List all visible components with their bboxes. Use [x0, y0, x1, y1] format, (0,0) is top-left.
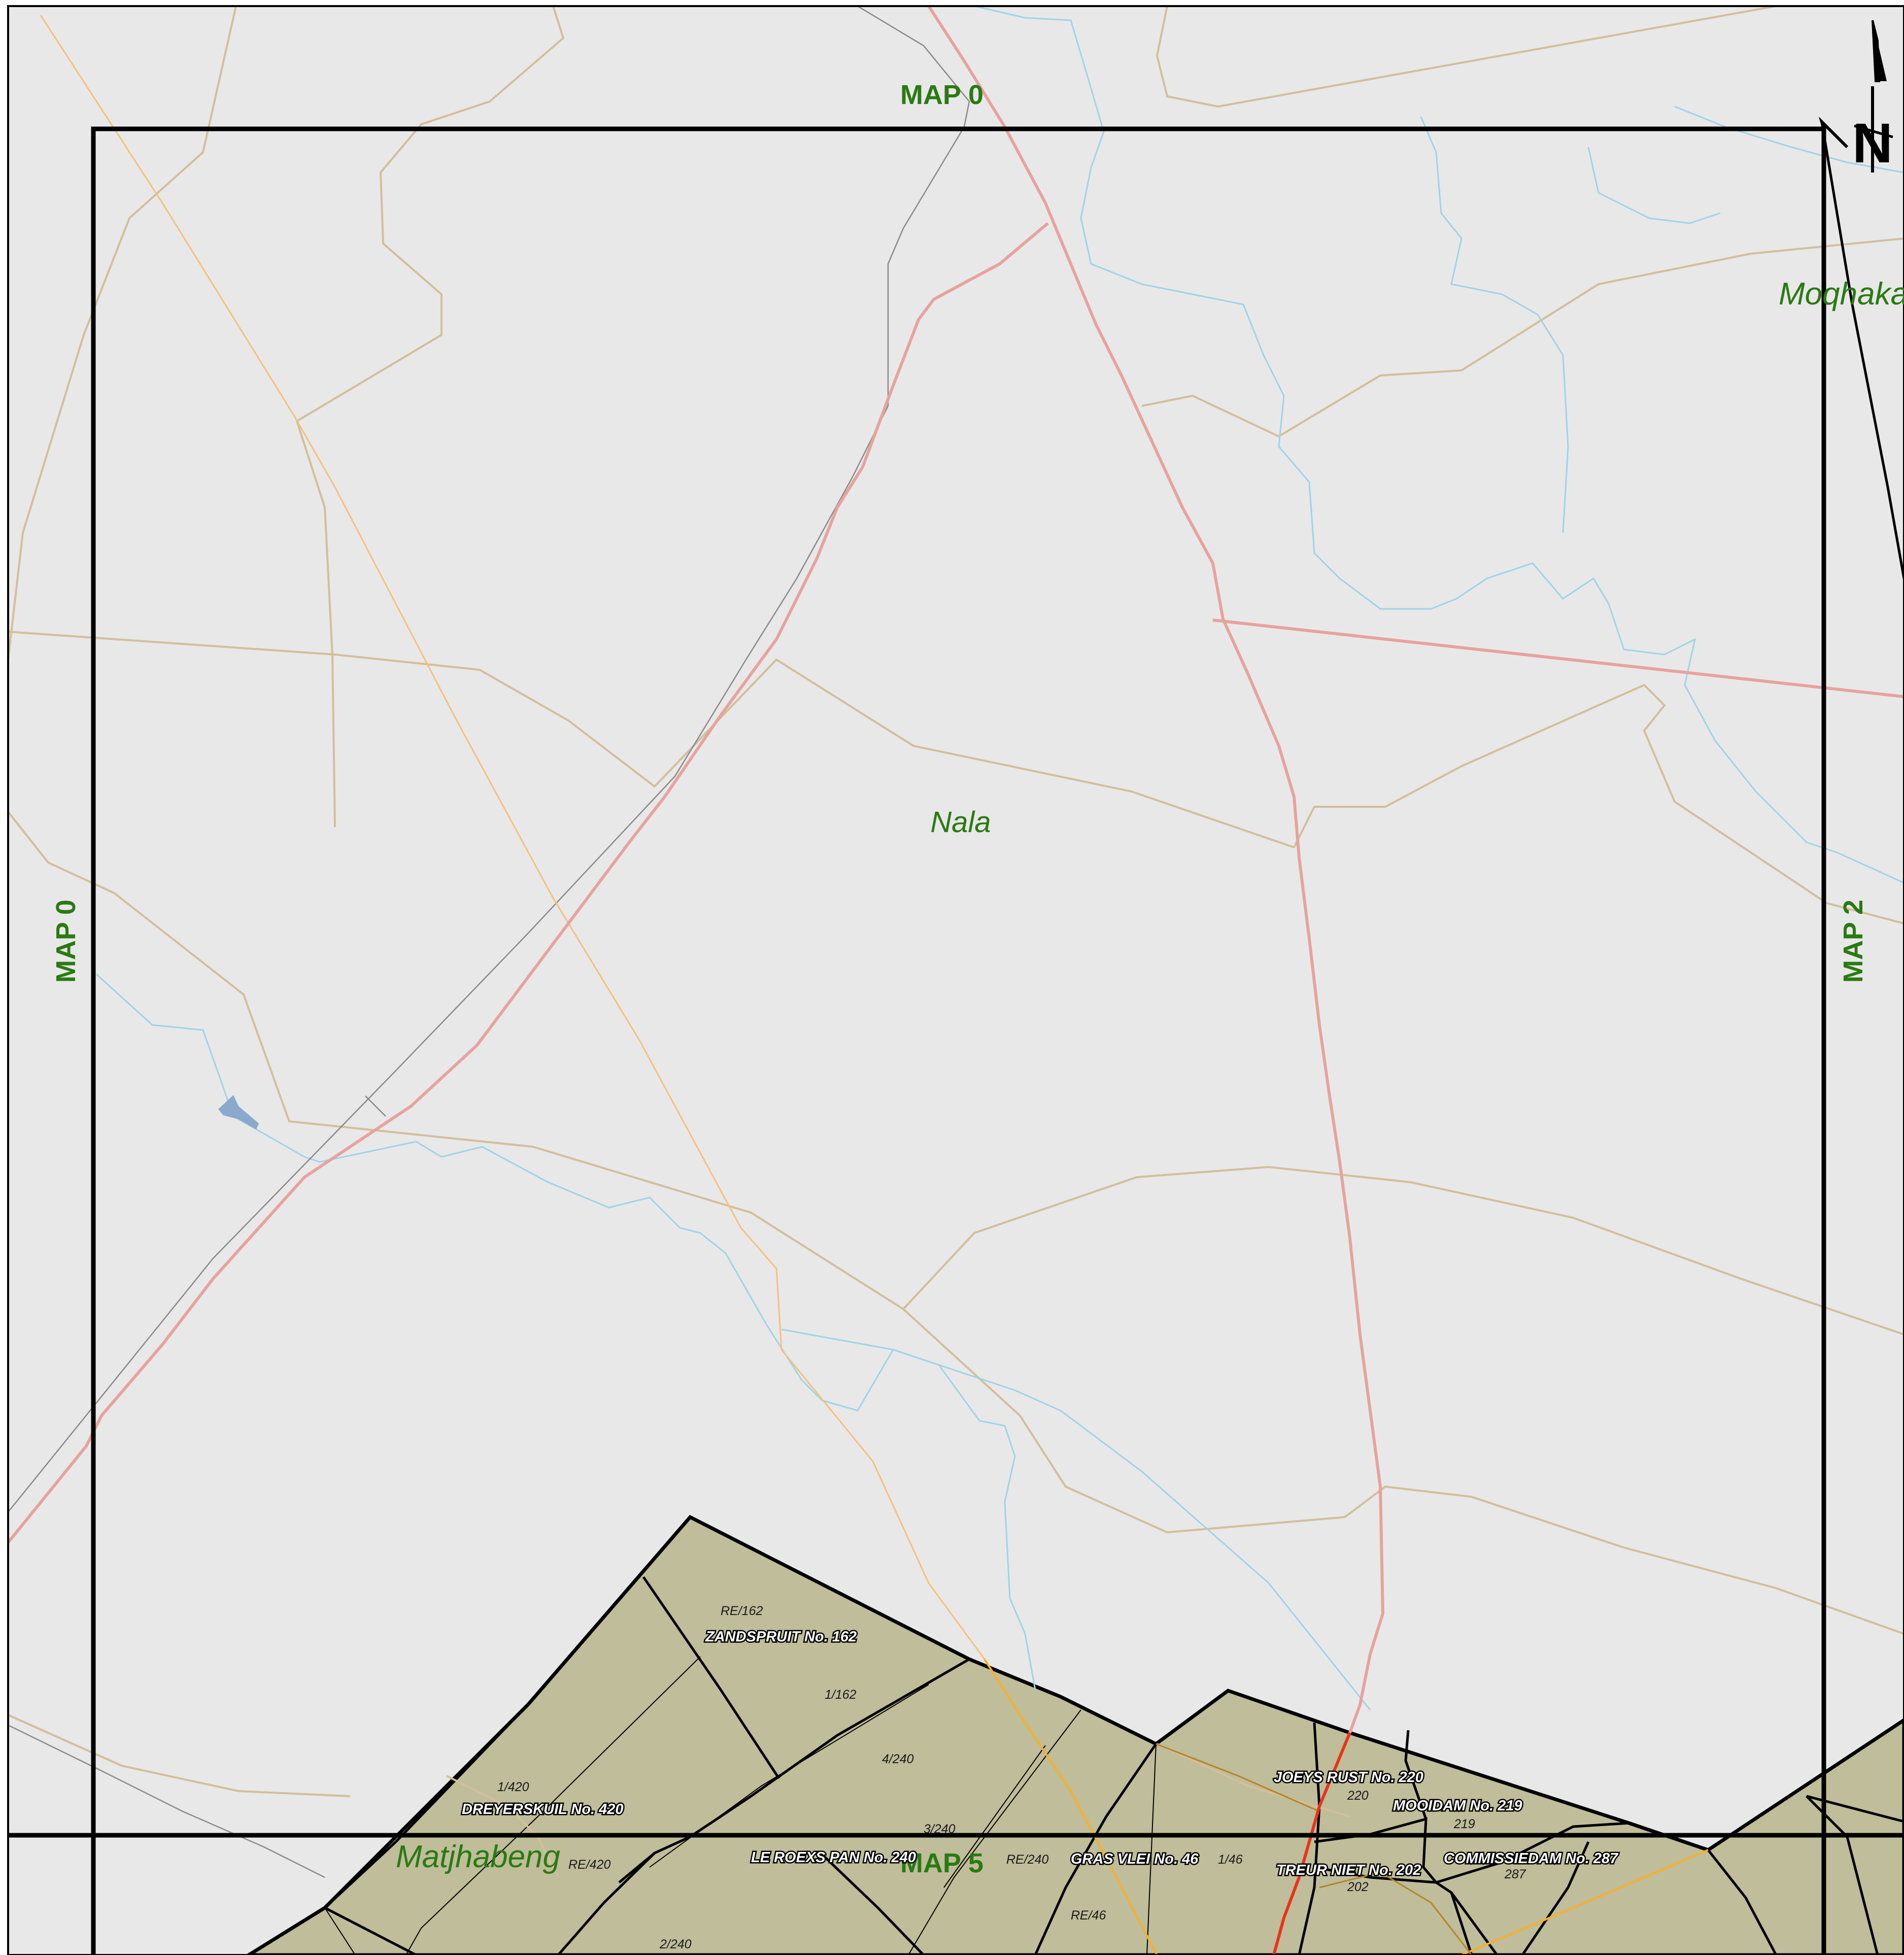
parcel-label: 202 [1347, 1880, 1369, 1894]
parcel-label: 4/240 [882, 1752, 914, 1766]
railway [8, 6, 970, 1878]
parcel-subdivision-line [649, 1684, 929, 1868]
parcel-line [1314, 1866, 1437, 1884]
farm-label-mooidam: MOOIDAM No. 219 [1393, 1798, 1522, 1814]
sheet-label-top[interactable]: MAP 0 [900, 80, 983, 110]
parcel-label: 1/46 [1218, 1853, 1243, 1867]
farm-label-treur-niet: TREUR NIET No. 202 [1276, 1862, 1421, 1878]
north-arrow-pointer [1818, 116, 1849, 149]
parcel-line [1436, 1822, 1629, 1884]
parcel-line [1521, 1841, 1590, 1955]
parcel-label: 2/240 [659, 1937, 692, 1951]
parcel-label: RE/420 [568, 1858, 610, 1872]
map-border [7, 5, 1904, 1955]
parcel-line [642, 1576, 780, 1779]
farm-label-dreyerskuil: DREYERSKUIL No. 420 [462, 1801, 624, 1817]
parcel-label: 219 [1453, 1817, 1475, 1831]
farm-label-le-roexs-pan: LE ROEXS PAN No. 240 [751, 1849, 916, 1866]
parcel-label: RE/162 [721, 1604, 763, 1618]
parcel-line [1450, 1892, 1499, 1955]
highway [1272, 1732, 1351, 1955]
map-land-area [8, 6, 1904, 1955]
sheet-label-right[interactable]: MAP 2 [1838, 900, 1868, 983]
parcel-line [557, 1852, 656, 1955]
north-arrow-letter: N [1852, 112, 1892, 175]
power-lines [40, 15, 1709, 1955]
municipality-label-nala: Nala [930, 806, 991, 839]
farm-label-zandspruit: ZANDSPRUIT No. 162 [705, 1629, 857, 1645]
municipality-label-matjhabeng: Matjhabeng [396, 1839, 560, 1874]
parcel-label: 287 [1504, 1867, 1526, 1881]
parcel-line [1707, 1849, 1778, 1955]
parcel-label: 1/420 [497, 1780, 529, 1794]
parcel-line [1034, 1743, 1158, 1955]
parcel-label: 220 [1347, 1789, 1369, 1803]
parcel-subdivision-line [1146, 1743, 1157, 1955]
farm-label-commissiedam: COMMISSIEDAM No. 287 [1444, 1850, 1619, 1867]
sheet-label-bottom[interactable]: MAP 5 [900, 1848, 983, 1878]
parcel-subdivision-line [943, 1745, 1046, 1888]
parcel-line [1298, 1722, 1321, 1955]
parcel-line [1404, 1730, 1427, 1820]
cadastral-parcels [245, 1515, 1904, 1955]
parcel-line [819, 1851, 925, 1955]
farm-label-gras-vlei: GRAS VLEI No. 46 [1071, 1851, 1199, 1867]
sheet-label-left[interactable]: MAP 0 [51, 900, 81, 983]
parcel-line [322, 1704, 529, 1955]
rivers [95, 6, 1904, 1710]
farm-label-joeys-rust: JOEYS RUST No. 220 [1274, 1769, 1423, 1786]
municipality-label-moqhaka: Moqhaka [1779, 277, 1904, 312]
parcel-label: 3/240 [924, 1822, 956, 1836]
parcel-subdivision-line [324, 1907, 356, 1955]
north-arrow-icon: N [1852, 20, 1893, 175]
parcel-label: RE/46 [1071, 1908, 1106, 1923]
district-boundary [1820, 121, 1904, 579]
parcel-subdivision-line [908, 1709, 1081, 1955]
parcel-subdivision-line [405, 1656, 701, 1955]
main-roads [8, 6, 1904, 1734]
parcel-label: RE/240 [1006, 1853, 1048, 1867]
grid-line-top [91, 126, 1826, 1955]
small-dam [218, 1095, 259, 1129]
parcel-label: 1/162 [825, 1688, 857, 1702]
